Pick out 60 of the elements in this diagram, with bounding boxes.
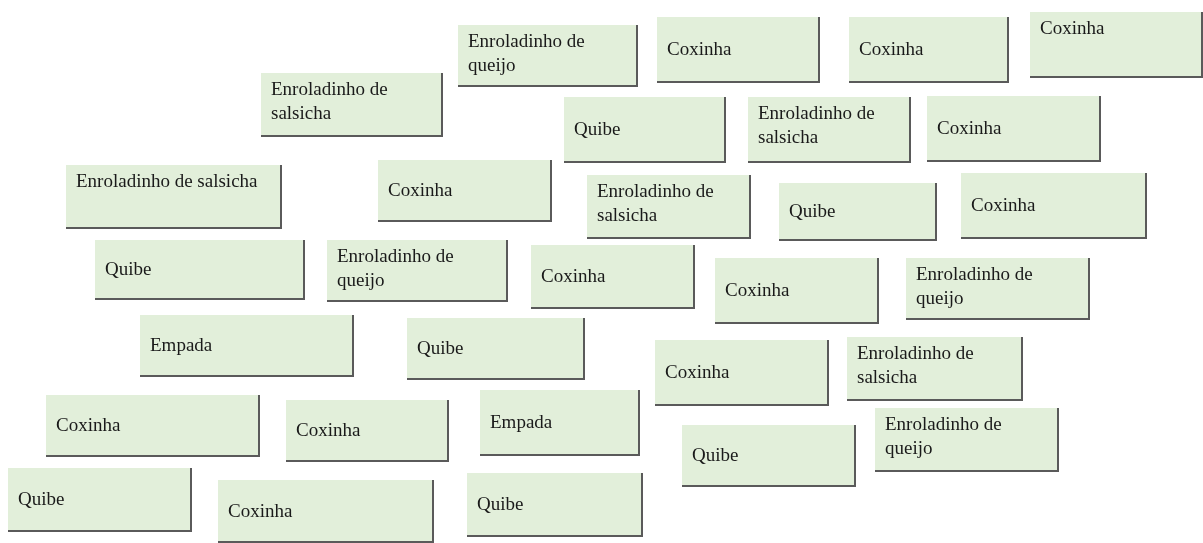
- snack-card: [286, 400, 449, 462]
- snack-card: [906, 258, 1090, 320]
- card-text: Empada: [150, 333, 213, 357]
- snack-card: [682, 425, 856, 487]
- snack-card: [95, 240, 305, 300]
- snack-card: [378, 160, 552, 222]
- card-text: Coxinha: [971, 193, 1036, 217]
- card-text: Enroladinho de salsicha: [76, 169, 258, 193]
- snack-card: [587, 175, 751, 239]
- snack-card: [458, 25, 638, 87]
- card-text: Coxinha: [1040, 16, 1105, 40]
- card-text: Quibe: [417, 336, 464, 360]
- card-text: Coxinha: [228, 498, 293, 523]
- card-text: Coxinha: [667, 37, 732, 61]
- snack-card: [327, 240, 508, 302]
- snack-card: [655, 340, 829, 406]
- card-text: Quibe: [18, 487, 65, 511]
- snack-card: [961, 173, 1147, 239]
- card-text: Coxinha: [388, 178, 453, 202]
- card-text: Enroladinho de queijo: [885, 412, 1003, 460]
- snack-card: [467, 473, 643, 537]
- snack-card: [875, 408, 1059, 472]
- snack-card: [1030, 12, 1203, 78]
- card-text: Enroladinho de salsicha: [758, 101, 876, 149]
- card-text: Enroladinho de salsicha: [271, 77, 389, 125]
- snack-card: [657, 17, 820, 83]
- snack-card: [779, 183, 937, 241]
- card-text: Empada: [490, 410, 553, 434]
- card-text: Coxinha: [56, 413, 121, 437]
- card-text: Quibe: [477, 492, 524, 516]
- card-text: Coxinha: [725, 278, 790, 302]
- card-text: Coxinha: [859, 37, 924, 61]
- snack-card: [927, 96, 1101, 162]
- card-text: Enroladinho de queijo: [337, 244, 455, 292]
- snack-card: [46, 395, 260, 457]
- card-text: Enroladinho de salsicha: [857, 341, 975, 389]
- card-text: Coxinha: [541, 264, 606, 288]
- snack-card: [218, 480, 434, 543]
- snack-card: [715, 258, 879, 324]
- snack-card: [261, 73, 443, 137]
- card-text: Quibe: [789, 199, 836, 223]
- card-text: Coxinha: [937, 116, 1002, 140]
- snack-card: [480, 390, 640, 456]
- card-text: Quibe: [574, 117, 621, 141]
- card-text: Enroladinho de salsicha: [597, 179, 715, 227]
- card-text: Coxinha: [665, 360, 730, 384]
- snack-card: [531, 245, 695, 309]
- snack-card: [849, 17, 1009, 83]
- card-text: Enroladinho de queijo: [916, 262, 1034, 310]
- snack-card: [847, 337, 1023, 401]
- snack-card: [564, 97, 726, 163]
- snack-card: [140, 315, 354, 377]
- card-text: Quibe: [105, 257, 152, 281]
- snack-card: [66, 165, 282, 229]
- card-text: Coxinha: [296, 418, 361, 442]
- card-text: Enroladinho de queijo: [468, 29, 586, 77]
- snack-card: [8, 468, 192, 532]
- snack-card: [748, 97, 911, 163]
- card-text: Quibe: [692, 443, 739, 467]
- snack-card: [407, 318, 585, 380]
